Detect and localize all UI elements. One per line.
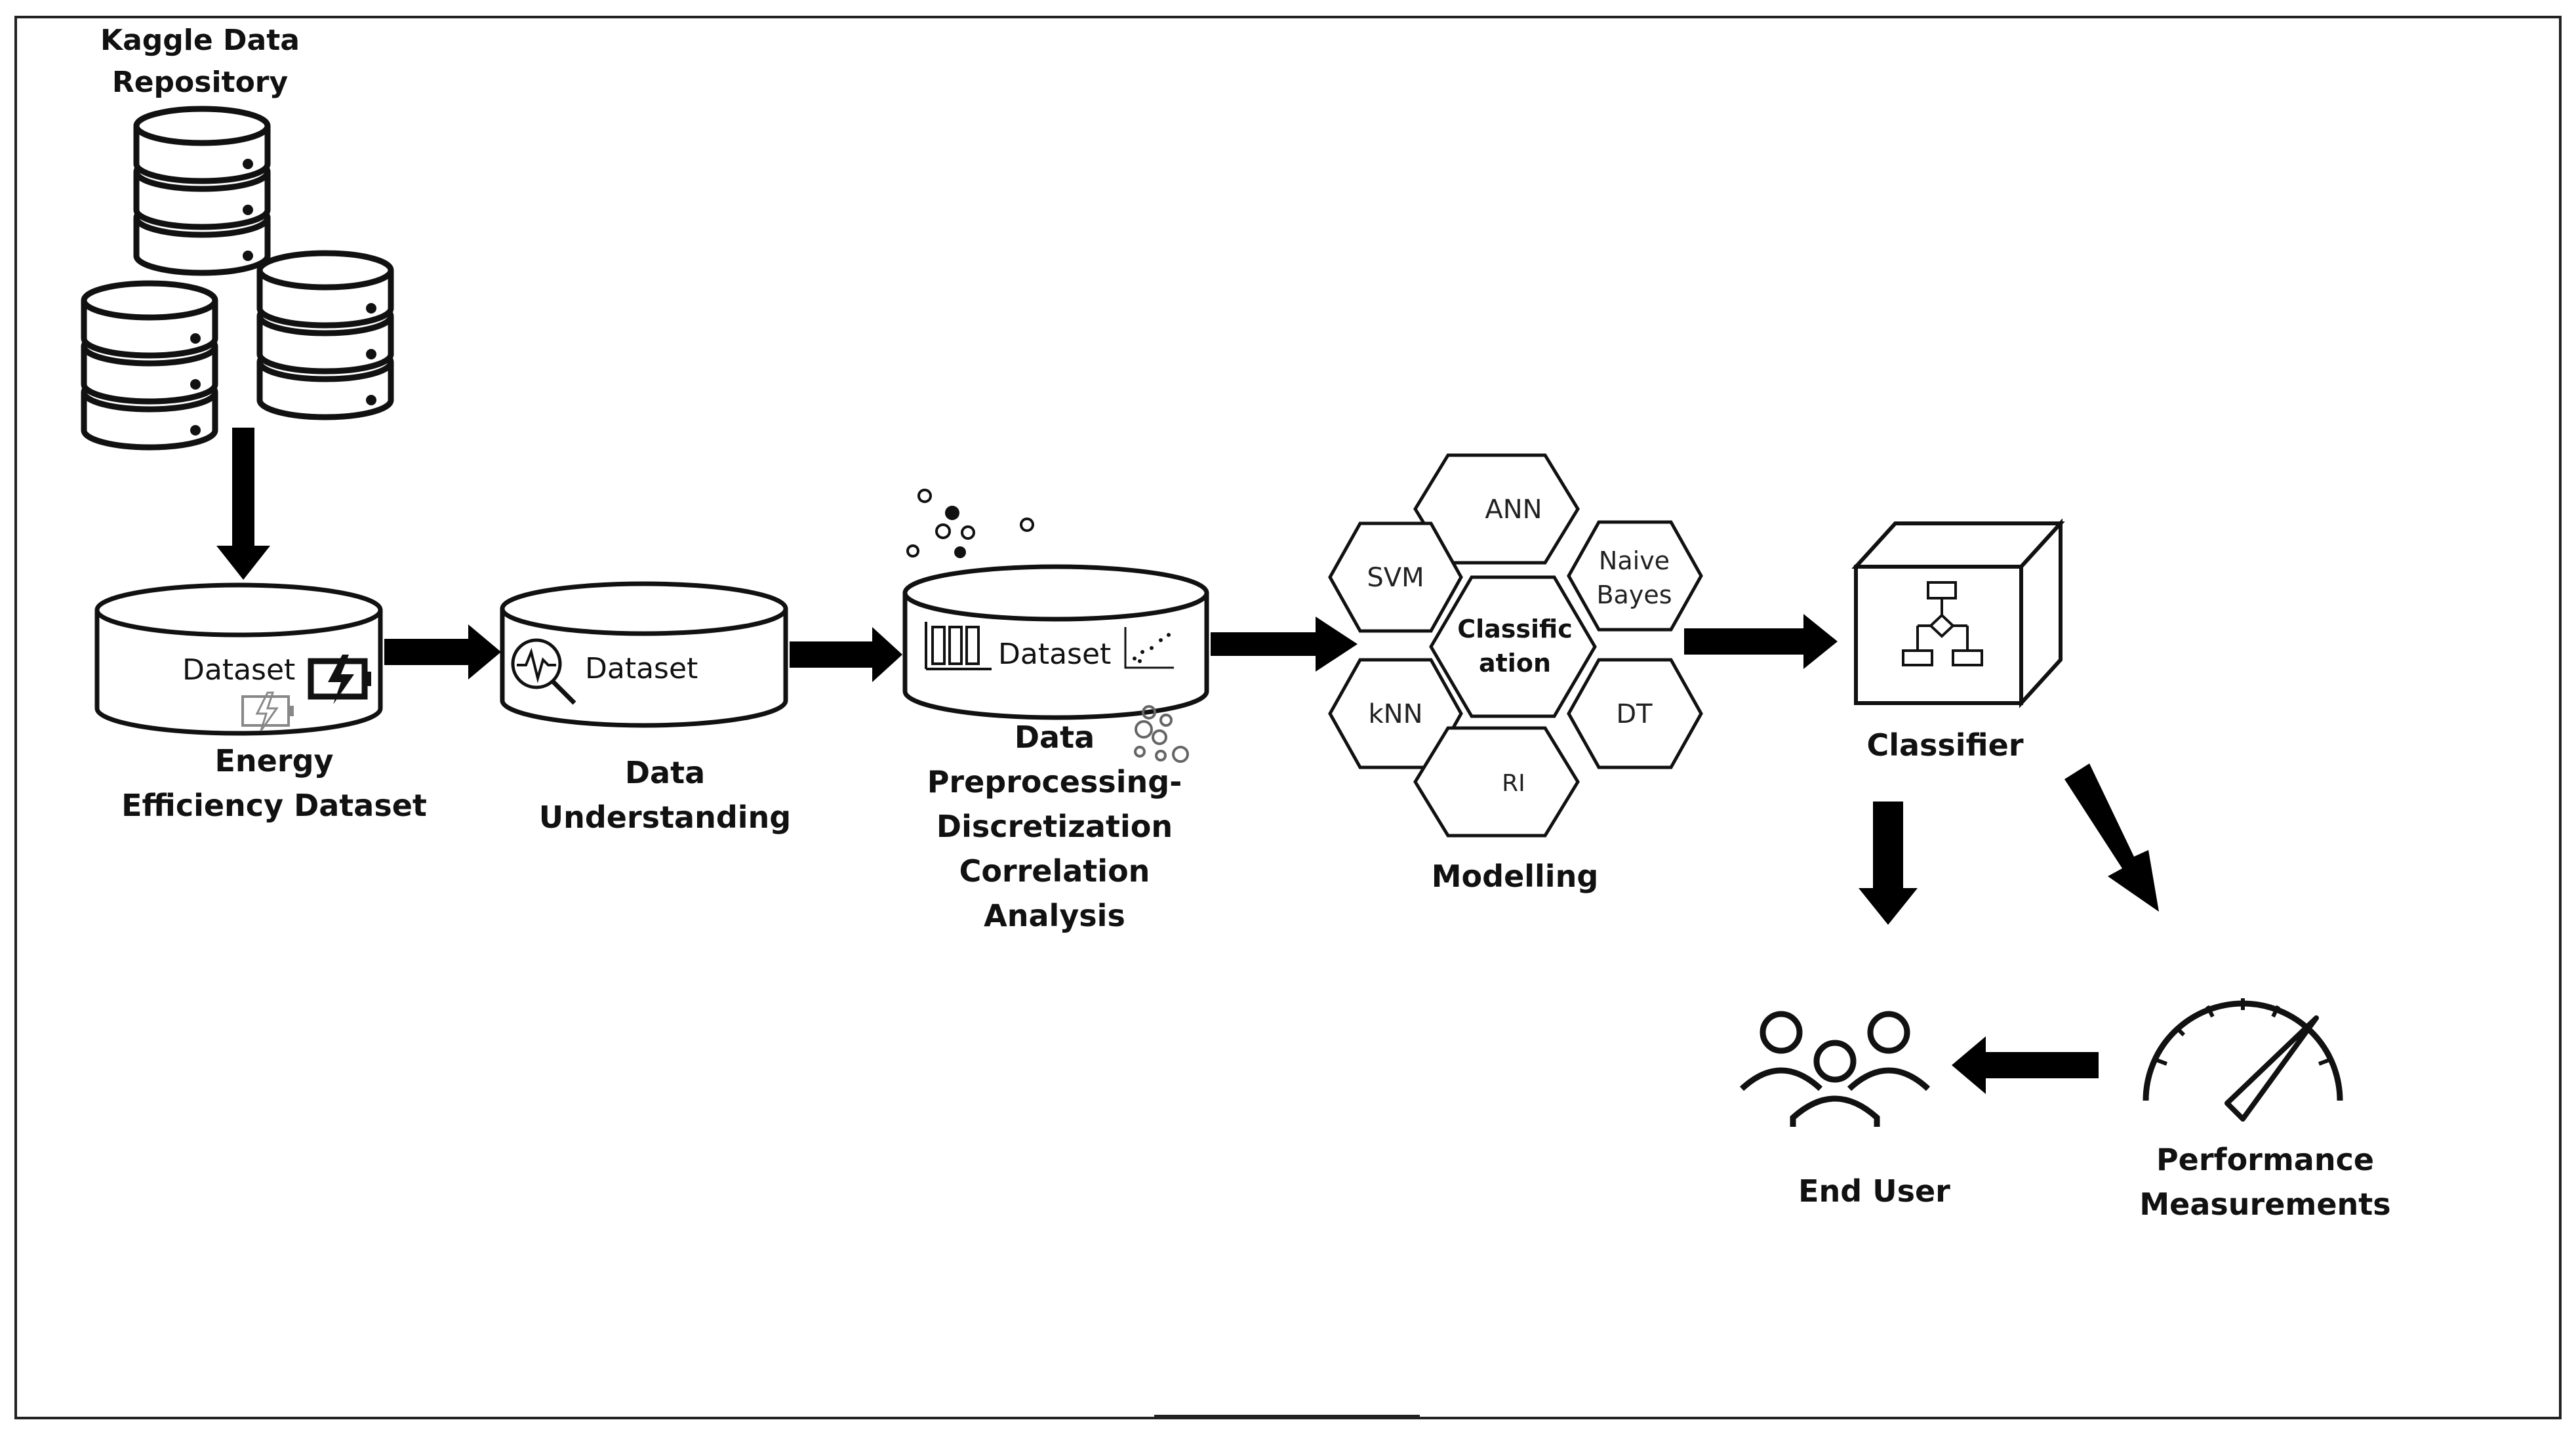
arrow-classifier-to-performance (2064, 763, 2159, 912)
arrow-performance-to-enduser (1952, 1036, 2099, 1094)
energy-line-1: Energy (214, 743, 334, 779)
bar-chart-icon (925, 622, 992, 670)
hex-dt-label: DT (1616, 699, 1653, 729)
hex-classification-label-2: ation (1479, 649, 1551, 678)
understanding-line-2: Understanding (538, 800, 792, 835)
hex-ri-label: RI (1502, 770, 1525, 797)
understanding-cylinder-label: Dataset (585, 652, 698, 685)
data-understanding-cylinder: Dataset (500, 581, 788, 728)
modelling-hexagons: ANN SVM Naive Bayes Classific ation kNN … (1328, 453, 1703, 838)
energy-cylinder-label: Dataset (182, 653, 295, 687)
gauge-icon (2143, 998, 2343, 1122)
hex-ann-label: ANN (1485, 495, 1542, 525)
preprocessing-line-5: Analysis (984, 898, 1125, 933)
end-user-label: End User (1798, 1169, 1950, 1213)
modelling-line-1: Modelling (1431, 859, 1599, 894)
preprocessing-line-1: Data (1014, 720, 1095, 755)
data-understanding-label: Data Understanding (539, 750, 791, 840)
arrow-repo-to-energy (216, 428, 270, 580)
arrow-modelling-to-classifier (1684, 614, 1838, 669)
battery-outline-icon (241, 691, 294, 731)
kaggle-repo-line-1: Kaggle Data (100, 24, 300, 57)
performance-line-2: Measurements (2139, 1187, 2391, 1222)
battery-charging-icon (308, 655, 371, 704)
energy-line-2: Efficiency Dataset (121, 788, 427, 823)
hex-naive-bayes-label-1: Naive (1599, 546, 1670, 575)
hex-classification-label-1: Classific (1457, 615, 1573, 643)
users-icon (1739, 1011, 1931, 1127)
preprocessing-line-3: Discretization (936, 809, 1173, 844)
arrow-preprocessing-to-modelling (1211, 617, 1358, 672)
preprocessing-cylinder-label: Dataset (998, 638, 1111, 671)
arrow-energy-to-understanding (384, 624, 501, 680)
scatter-plot-icon (1124, 627, 1174, 669)
hex-naive-bayes-label-2: Bayes (1596, 580, 1672, 609)
classifier-label: Classifier (1866, 723, 2023, 767)
hex-svm-label: SVM (1367, 563, 1424, 593)
flowchart-cube-icon (1851, 518, 2065, 708)
hexagon-ri (1413, 726, 1580, 838)
arrow-icon (216, 428, 2159, 1094)
kaggle-repo-line-2: Repository (111, 66, 289, 99)
end-user-line-1: End User (1798, 1173, 1950, 1209)
preprocessing-cylinder: Dataset (902, 564, 1209, 720)
performance-label: Performance Measurements (2139, 1137, 2390, 1227)
energy-dataset-cylinder: Dataset (94, 582, 383, 736)
hexagon-classification (1429, 575, 1597, 718)
energy-dataset-label: Energy Efficiency Dataset (121, 739, 427, 828)
kaggle-repo-label: Kaggle Data Repository (100, 20, 300, 104)
modelling-label: Modelling (1432, 854, 1598, 899)
understanding-line-1: Data (624, 755, 706, 790)
preprocessing-line-4: Correlation (959, 853, 1150, 889)
preprocessing-line-2: Preprocessing- (927, 764, 1182, 800)
classifier-line-1: Classifier (1866, 727, 2024, 763)
hexagon-naive-bayes (1567, 520, 1703, 632)
performance-line-1: Performance (2156, 1142, 2375, 1177)
hexagon-svm (1328, 521, 1463, 633)
hex-knn-label: kNN (1368, 699, 1422, 729)
search-analysis-icon (511, 638, 576, 705)
arrow-classifier-to-enduser (1859, 802, 1918, 925)
bubbles-icon (906, 489, 1189, 763)
arrow-understanding-to-preprocessing (790, 627, 902, 682)
database-icon (84, 109, 391, 447)
hexagon-ann (1413, 453, 1580, 565)
hexagon-dt (1567, 658, 1703, 769)
preprocessing-label: Data Preprocessing- Discretization Corre… (927, 715, 1182, 938)
